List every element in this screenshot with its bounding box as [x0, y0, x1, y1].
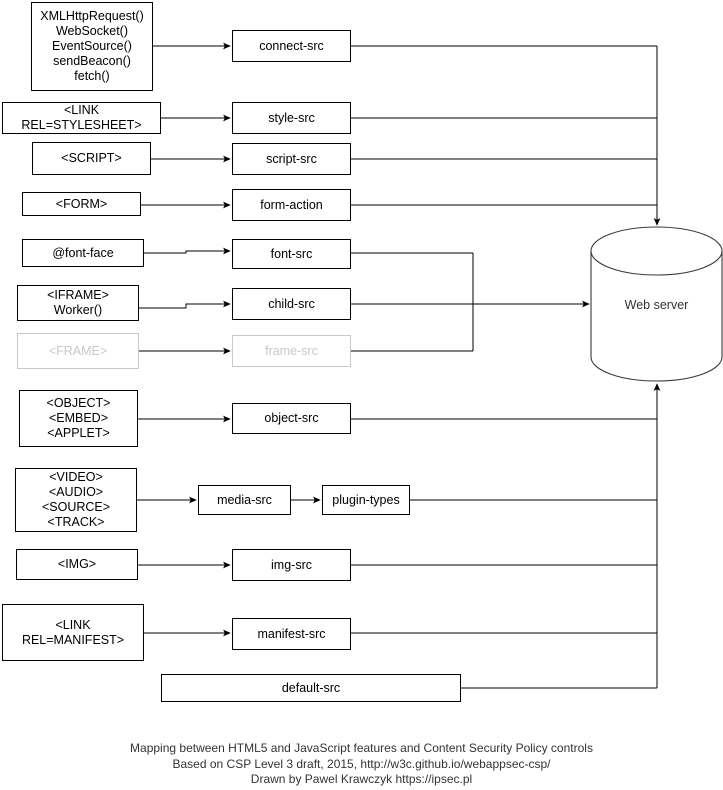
csp-label: default-src [281, 680, 341, 695]
feature-node-img[interactable]: <IMG> [16, 549, 138, 580]
csp-node-frame-src[interactable]: frame-src [232, 335, 351, 367]
caption-line-3: Drawn by Pawel Krawczyk https://ipsec.pl [250, 772, 473, 786]
feature-label: <FRAME> [48, 343, 108, 358]
feature-label: <IFRAME> Worker() [47, 288, 109, 317]
csp-label: media-src [217, 492, 272, 507]
csp-node-style-src[interactable]: style-src [232, 102, 351, 134]
feature-node-link-manifest[interactable]: <LINK REL=MANIFEST> [2, 604, 144, 661]
feature-node-script[interactable]: <SCRIPT> [32, 142, 151, 175]
csp-node-connect-src[interactable]: connect-src [232, 30, 351, 62]
feature-label: <FORM> [55, 196, 108, 211]
csp-node-font-src[interactable]: font-src [232, 239, 351, 269]
csp-label: style-src [268, 110, 315, 125]
feature-node-iframe-worker[interactable]: <IFRAME> Worker() [17, 285, 139, 321]
csp-node-manifest-src[interactable]: manifest-src [232, 618, 351, 650]
feature-label: @font-face [52, 245, 114, 260]
csp-label: font-src [270, 246, 313, 261]
feature-label: <VIDEO> <AUDIO> <SOURCE> <TRACK> [41, 470, 111, 529]
csp-node-plugin-types[interactable]: plugin-types [322, 485, 410, 515]
csp-label: script-src [266, 151, 317, 166]
csp-node-script-src[interactable]: script-src [232, 143, 351, 175]
csp-node-child-src[interactable]: child-src [232, 288, 351, 320]
csp-label: object-src [264, 411, 319, 425]
edge-iframe-to-child-src [139, 300, 231, 309]
csp-node-object-src[interactable]: object-src [232, 403, 351, 434]
csp-label: plugin-types [332, 492, 400, 507]
csp-label: frame-src [265, 343, 318, 358]
caption-line-2: Based on CSP Level 3 draft, 2015, http:/… [172, 756, 551, 771]
diagram-caption: Mapping between HTML5 and JavaScript fea… [0, 741, 723, 788]
csp-label: img-src [271, 557, 312, 572]
csp-node-form-action[interactable]: form-action [232, 189, 351, 221]
feature-label: <SCRIPT> [61, 151, 122, 165]
feature-node-video-audio-source-track[interactable]: <VIDEO> <AUDIO> <SOURCE> <TRACK> [15, 468, 137, 532]
feature-node-form[interactable]: <FORM> [22, 192, 141, 216]
csp-label: child-src [268, 296, 315, 311]
csp-label: form-action [260, 197, 323, 212]
feature-node-network-apis[interactable]: XMLHttpRequest() WebSocket() EventSource… [31, 2, 153, 91]
web-server-shape [590, 226, 723, 382]
csp-node-default-src[interactable]: default-src [161, 674, 461, 702]
edge-font-face-to-font-src [144, 247, 231, 255]
feature-node-font-face[interactable]: @font-face [22, 239, 144, 267]
csp-node-media-src[interactable]: media-src [198, 485, 291, 515]
csp-label: manifest-src [257, 626, 326, 641]
feature-label: <LINK REL=STYLESHEET> [21, 103, 142, 132]
feature-label: <IMG> [57, 557, 97, 571]
feature-node-link-stylesheet[interactable]: <LINK REL=STYLESHEET> [2, 102, 161, 134]
feature-label: <OBJECT> <EMBED> <APPLET> [46, 396, 111, 440]
feature-label: <LINK REL=MANIFEST> [21, 617, 125, 647]
csp-node-img-src[interactable]: img-src [232, 549, 351, 581]
feature-node-object-embed-applet[interactable]: <OBJECT> <EMBED> <APPLET> [19, 390, 138, 447]
csp-label: connect-src [259, 38, 324, 53]
feature-label: XMLHttpRequest() WebSocket() EventSource… [40, 9, 144, 83]
feature-node-frame[interactable]: <FRAME> [17, 333, 139, 369]
web-server-label: Web server [624, 298, 689, 312]
caption-line-1: Mapping between HTML5 and JavaScript fea… [130, 741, 593, 755]
